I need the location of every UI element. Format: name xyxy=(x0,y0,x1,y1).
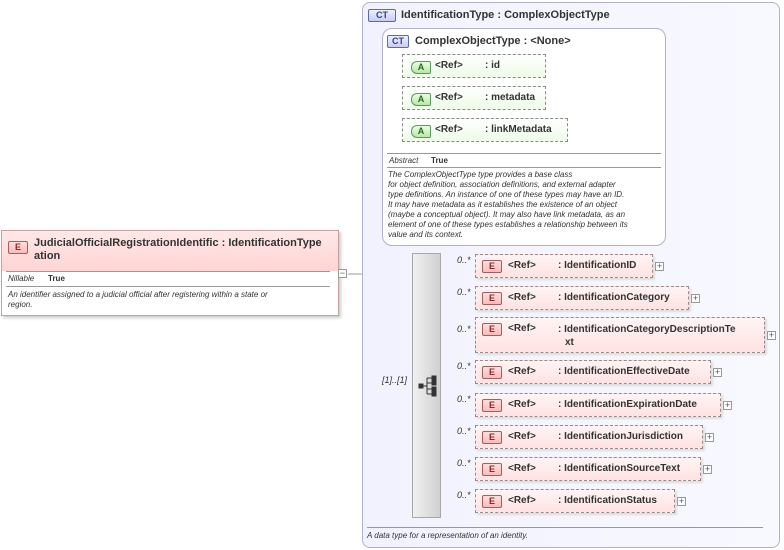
attribute-id[interactable]: A <Ref> : id xyxy=(402,54,546,78)
child-multiplicity: 0..* xyxy=(457,287,471,297)
abstract-value: True xyxy=(431,156,448,165)
attribute-link-metadata[interactable]: A <Ref> : linkMetadata xyxy=(402,118,568,142)
child-element-identification-expiration-date[interactable]: E <Ref> : IdentificationExpirationDate xyxy=(475,393,721,417)
element-ref: <Ref> xyxy=(508,463,536,474)
child-element-identification-jurisdiction[interactable]: E <Ref> : IdentificationJurisdiction xyxy=(475,425,703,449)
expand-toggle[interactable]: + xyxy=(691,293,700,303)
element-name: : IdentificationID xyxy=(558,260,637,271)
element-ref: <Ref> xyxy=(508,260,536,271)
base-type-title: ComplexObjectType : <None> xyxy=(415,35,571,47)
root-element-documentation: An identifier assigned to a judicial off… xyxy=(8,290,268,309)
child-element-identification-category[interactable]: E <Ref> : IdentificationCategory xyxy=(475,286,689,310)
sequence-icon xyxy=(418,375,437,397)
child-multiplicity: 0..* xyxy=(457,255,471,265)
collapse-toggle[interactable]: − xyxy=(338,268,347,278)
element-name: : IdentificationJurisdiction xyxy=(558,431,684,442)
element-ref: <Ref> xyxy=(508,495,536,506)
element-ref: <Ref> xyxy=(508,366,536,377)
root-element-header xyxy=(2,231,338,271)
divider xyxy=(367,527,763,528)
root-element-title: JudicialOfficialRegistrationIdentific : … xyxy=(34,237,322,262)
child-multiplicity: 0..* xyxy=(457,458,471,468)
sequence-compositor[interactable] xyxy=(412,253,441,518)
attribute-badge: A xyxy=(411,93,431,106)
child-element-identification-id[interactable]: E <Ref> : IdentificationID xyxy=(475,254,653,278)
element-ref: <Ref> xyxy=(508,323,536,334)
element-badge: E xyxy=(482,463,502,476)
element-badge: E xyxy=(482,260,502,273)
element-ref: <Ref> xyxy=(508,292,536,303)
divider xyxy=(6,271,330,272)
expand-toggle[interactable]: + xyxy=(703,464,712,474)
divider xyxy=(6,286,330,287)
expand-toggle[interactable]: + xyxy=(723,400,732,410)
element-badge: E xyxy=(482,292,502,305)
base-type-documentation: The ComplexObjectType type provides a ba… xyxy=(388,170,628,239)
child-element-identification-effective-date[interactable]: E <Ref> : IdentificationEffectiveDate xyxy=(475,360,711,384)
attribute-name: : metadata xyxy=(485,92,536,103)
child-element-identification-source-text[interactable]: E <Ref> : IdentificationSourceText xyxy=(475,457,701,481)
expand-toggle[interactable]: + xyxy=(655,261,664,271)
element-ref: <Ref> xyxy=(508,399,536,410)
root-element[interactable]: E JudicialOfficialRegistrationIdentific … xyxy=(1,230,339,316)
element-badge: E xyxy=(482,431,502,444)
complex-type-title: IdentificationType : ComplexObjectType xyxy=(401,9,610,21)
element-name: : IdentificationCategoryDescriptionTe xt xyxy=(558,324,736,348)
divider xyxy=(387,167,661,168)
element-name: : IdentificationStatus xyxy=(558,495,657,506)
child-multiplicity: 0..* xyxy=(457,361,471,371)
expand-toggle[interactable]: + xyxy=(767,330,776,340)
expand-toggle[interactable]: + xyxy=(705,432,714,442)
child-multiplicity: 0..* xyxy=(457,426,471,436)
attribute-name: : id xyxy=(485,60,500,71)
element-badge: E xyxy=(482,399,502,412)
abstract-label: Abstract xyxy=(389,156,419,165)
attribute-metadata[interactable]: A <Ref> : metadata xyxy=(402,86,546,110)
element-name: : IdentificationEffectiveDate xyxy=(558,366,690,377)
child-element-identification-category-description-text[interactable]: E <Ref> : IdentificationCategoryDescript… xyxy=(475,317,765,353)
divider xyxy=(387,153,661,154)
element-name: : IdentificationExpirationDate xyxy=(558,399,697,410)
nillable-value: True xyxy=(48,274,65,283)
element-name: : IdentificationSourceText xyxy=(558,463,681,474)
child-multiplicity: 0..* xyxy=(457,490,471,500)
child-multiplicity: 0..* xyxy=(457,324,471,334)
expand-toggle[interactable]: + xyxy=(677,496,686,506)
child-multiplicity: 0..* xyxy=(457,394,471,404)
base-type-badge: CT xyxy=(387,35,409,48)
element-ref: <Ref> xyxy=(508,431,536,442)
expand-toggle[interactable]: + xyxy=(713,367,722,377)
sequence-multiplicity: [1]..[1] xyxy=(382,375,408,385)
nillable-label: Nillable xyxy=(8,274,35,283)
attribute-badge: A xyxy=(411,125,431,138)
element-name: : IdentificationCategory xyxy=(558,292,670,303)
attribute-badge: A xyxy=(411,61,431,74)
attribute-ref: <Ref> xyxy=(435,92,463,103)
attribute-ref: <Ref> xyxy=(435,124,463,135)
complex-type-documentation: A data type for a representation of an i… xyxy=(367,531,528,540)
element-badge: E xyxy=(8,241,28,254)
element-badge: E xyxy=(482,495,502,508)
attribute-name: : linkMetadata xyxy=(485,124,552,135)
element-badge: E xyxy=(482,323,502,336)
element-badge: E xyxy=(482,366,502,379)
attribute-ref: <Ref> xyxy=(435,60,463,71)
child-element-identification-status[interactable]: E <Ref> : IdentificationStatus xyxy=(475,489,675,513)
complex-type-badge: CT xyxy=(368,9,396,22)
